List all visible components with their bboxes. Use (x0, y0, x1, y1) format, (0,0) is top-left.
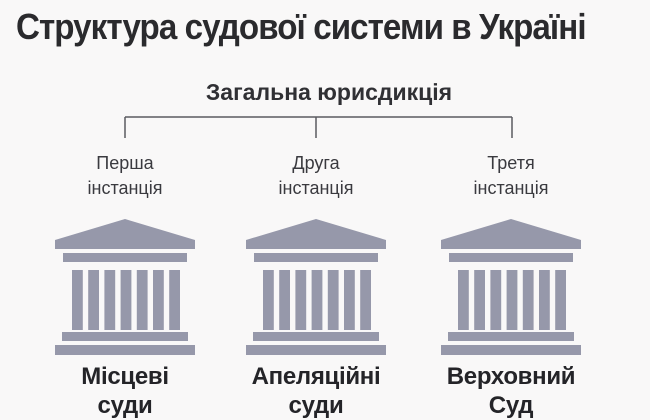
jurisdiction-heading: Загальна юрисдикція (205, 79, 453, 105)
court-column-third-instance: Третя інстанція Верховний Суд (411, 145, 611, 420)
court-name-line2: Суд (488, 392, 534, 419)
page-title: Структура судової системи в Україні (16, 6, 587, 47)
court-name-line2: суди (97, 392, 153, 419)
instance-label: Друга інстанція (216, 151, 416, 201)
instance-label-line2: інстанція (87, 178, 163, 198)
court-name-line2: суди (288, 392, 344, 419)
court-column-first-instance: Перша інстанція Місцеві суди (25, 145, 225, 420)
hierarchy-connector (124, 116, 513, 138)
court-name-label: Верховний Суд (411, 362, 611, 420)
instance-label-line2: інстанція (473, 178, 549, 198)
court-name-line1: Верховний (446, 363, 576, 390)
instance-label-line2: інстанція (278, 178, 354, 198)
courthouse-icon (441, 219, 581, 355)
courthouse-icon (246, 219, 386, 355)
instance-label: Перша інстанція (25, 151, 225, 201)
courthouse-icon (55, 219, 195, 355)
instance-label-line1: Перша (96, 153, 154, 173)
instance-label-line1: Третя (487, 153, 535, 173)
instance-label: Третя інстанція (411, 151, 611, 201)
instance-label-line1: Друга (292, 153, 340, 173)
court-name-label: Апеляційні суди (216, 362, 416, 420)
court-column-second-instance: Друга інстанція Апеляційні суди (216, 145, 416, 420)
court-name-line1: Апеляційні (251, 363, 381, 390)
court-name-label: Місцеві суди (25, 362, 225, 420)
court-name-line1: Місцеві (81, 363, 169, 390)
